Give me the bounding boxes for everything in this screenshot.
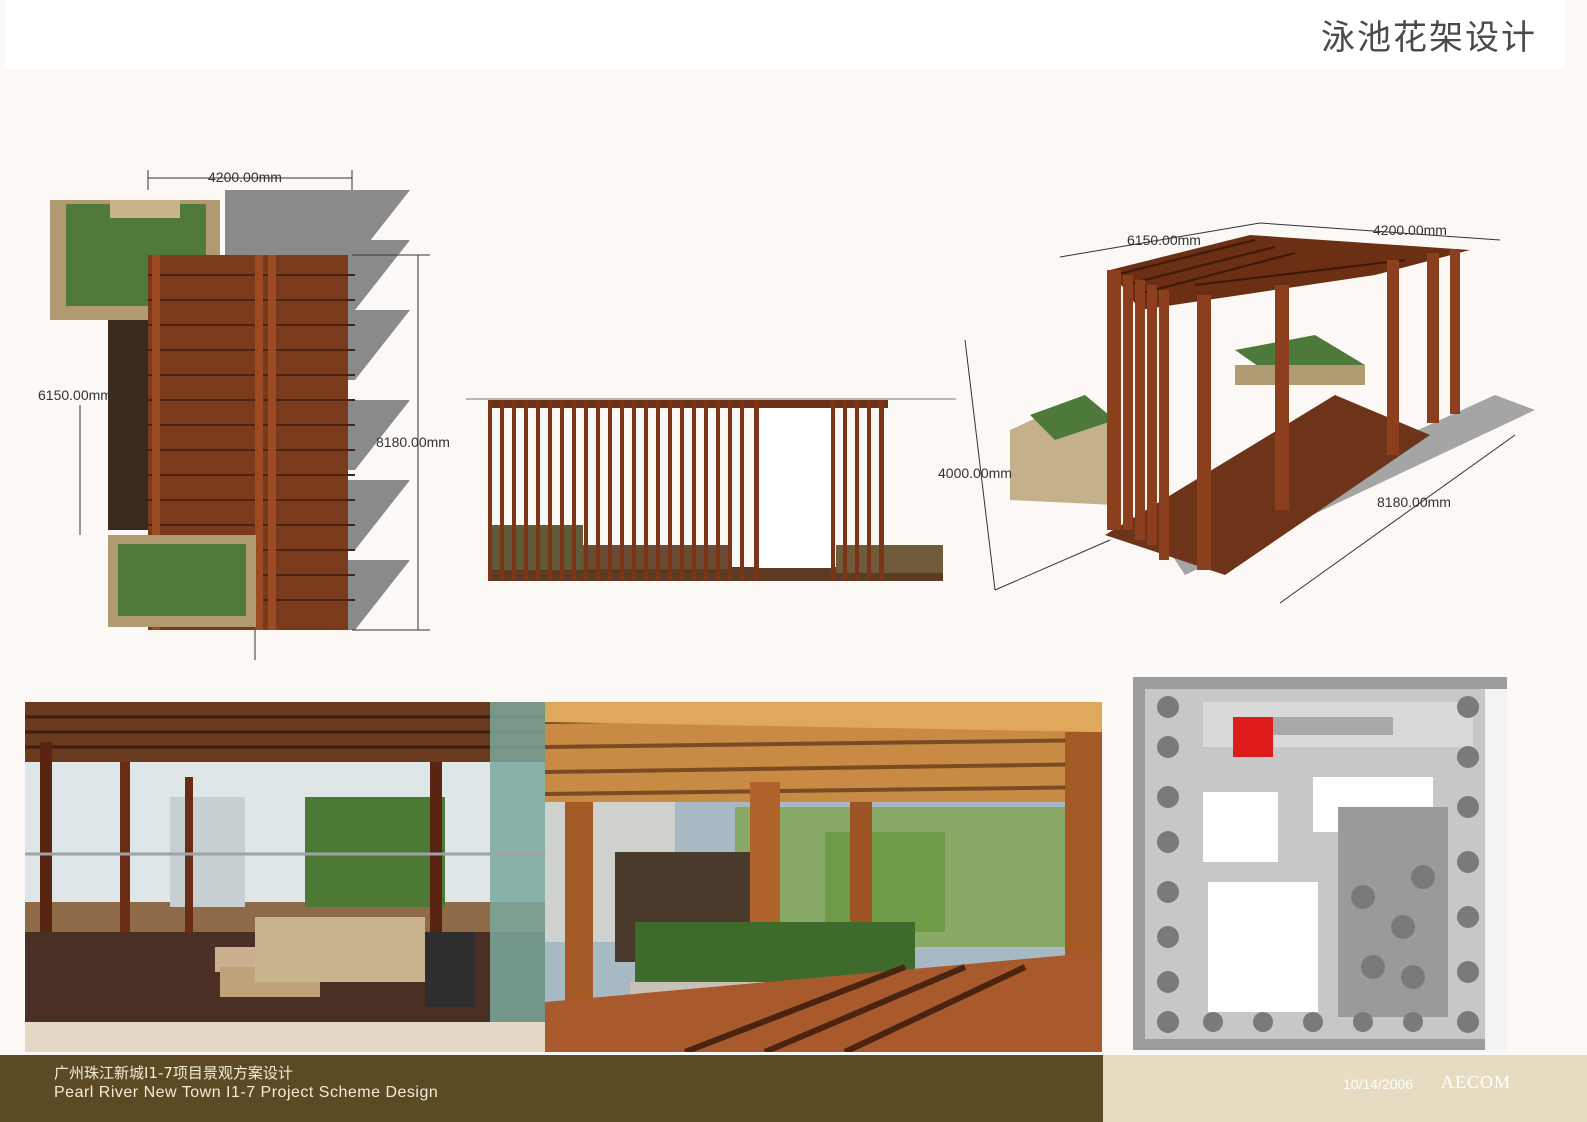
axon-dim-length: 8180.00mm [1377, 494, 1451, 510]
plan-dim-width: 4200.00mm [208, 169, 282, 185]
company-logo: AECOM [1441, 1072, 1512, 1092]
plan-view-drawing: 4200.00mm 6150.00mm 8180.00mm [38, 169, 450, 660]
footer-brand-bar [1103, 1055, 1587, 1122]
axonometric-drawing: 6150.00mm 4200.00mm 4000.00mm 8180.00mm [938, 222, 1535, 604]
page-title: 泳池花架设计 [1321, 18, 1537, 58]
title-bar [5, 0, 1565, 69]
footer-project-en: Pearl River New Town I1-7 Project Scheme… [54, 1084, 439, 1101]
plan-dim-length: 8180.00mm [376, 434, 450, 450]
axon-dim-b: 4200.00mm [1373, 222, 1447, 238]
footer-date: 10/14/2006 [1343, 1076, 1414, 1092]
footer-bar [0, 1055, 1103, 1122]
site-highlight [1233, 717, 1273, 757]
elevation-slats [488, 400, 884, 581]
site-plan [1133, 677, 1507, 1050]
footer-project-cn: 广州珠江新城I1-7项目景观方案设计 [54, 1064, 293, 1082]
axon-dim-height: 4000.00mm [938, 465, 1012, 481]
plan-dim-depth: 6150.00mm [38, 387, 112, 403]
axon-columns [1107, 249, 1460, 570]
photo-pergola-lounge [25, 702, 545, 1052]
plan-shadow [225, 190, 410, 630]
elevation-drawing [466, 398, 956, 581]
axon-dim-a: 6150.00mm [1127, 232, 1201, 248]
photo-pergola-deck [545, 702, 1102, 1052]
